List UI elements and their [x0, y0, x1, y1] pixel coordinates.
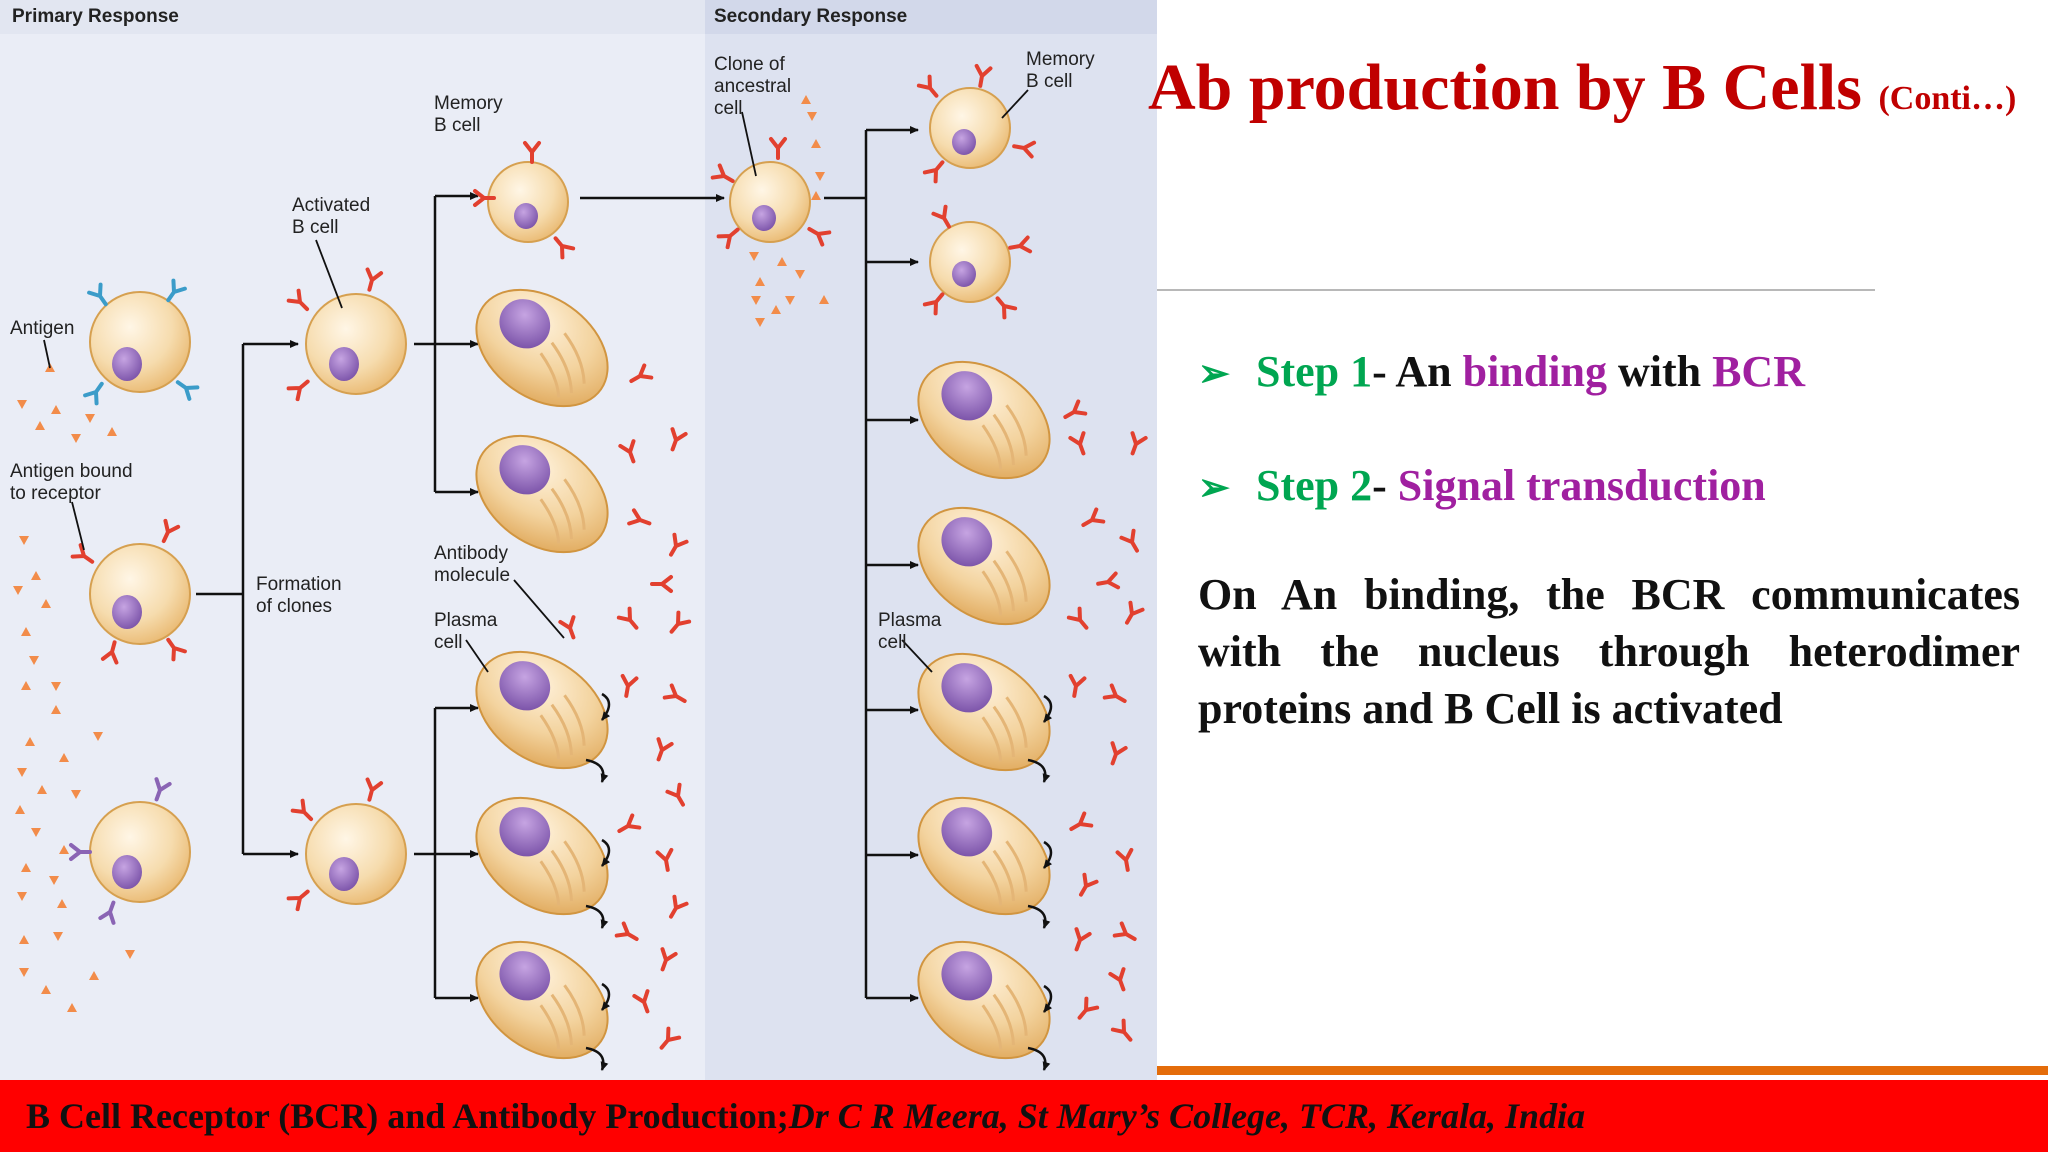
label-memory1-line1: Memory	[434, 93, 503, 114]
footer-main-text: B Cell Receptor (BCR) and Antibody Produ…	[26, 1096, 789, 1136]
plasma-cells-primary	[475, 288, 609, 1060]
naive-b-cell-bound	[70, 518, 191, 665]
label-memory-b-cell-secondary: Memory B cell	[1026, 49, 1100, 92]
primary-header	[0, 0, 705, 34]
footer-bar: B Cell Receptor (BCR) and Antibody Produ…	[0, 1080, 2048, 1152]
secondary-header	[705, 0, 1157, 34]
naive-b-cell-purple	[69, 777, 191, 925]
memory-b-cell-secondary-2	[922, 204, 1033, 320]
label-activated-b-cell: Activated B cell	[292, 195, 375, 238]
clone-b-cell	[286, 777, 407, 912]
label-activated-line2: B cell	[292, 217, 338, 238]
label-formation-of-clones: Formation of clones	[256, 574, 347, 617]
footer-accent-line	[1157, 1066, 2048, 1075]
label-antigen-bound: Antigen bound to receptor	[10, 461, 138, 504]
step-1-keyword-binding: binding	[1462, 347, 1607, 396]
slide-title: Ab production by B Cells (Conti…)	[1148, 50, 2048, 126]
step-1-sep: - An	[1372, 347, 1463, 396]
b-cell-response-diagram: Primary Response Secondary Response	[0, 0, 1157, 1080]
connector-lines	[196, 126, 919, 1002]
secondary-response-label: Secondary Response	[714, 6, 907, 27]
arrow-bullet-icon: ➢	[1198, 467, 1230, 509]
label-clone-line1: Clone of	[714, 54, 785, 75]
label-antibody-line2: molecule	[434, 565, 510, 586]
step-1-bullet: ➢ Step 1- An binding with BCR	[1198, 346, 1805, 397]
step-2-sep: -	[1372, 461, 1398, 510]
label-antigen-bound-line2: to receptor	[10, 483, 101, 504]
primary-panel	[0, 0, 705, 1080]
label-plasma-cell-secondary: Plasma cell	[878, 610, 947, 653]
label-formation-line2: of clones	[256, 596, 332, 617]
memory-b-cell-secondary-1	[916, 63, 1037, 184]
label-clone-line2: ancestral	[714, 76, 791, 97]
step-1-keyword-bcr: BCR	[1712, 347, 1805, 396]
label-plasma2-line2: cell	[878, 632, 907, 653]
footer-credit: Dr C R Meera, St Mary’s College, TCR, Ke…	[788, 1096, 1586, 1136]
plasma-cells-secondary	[917, 360, 1051, 1060]
label-plasma2-line1: Plasma	[878, 610, 942, 631]
arrow-bullet-icon: ➢	[1198, 353, 1230, 395]
label-formation-line1: Formation	[256, 574, 342, 595]
label-antigen-bound-line1: Antigen bound	[10, 461, 133, 482]
divider-line	[1157, 289, 1875, 291]
step-2-bullet: ➢ Step 2- Signal transduction	[1198, 460, 1766, 511]
label-memory1-line2: B cell	[434, 115, 480, 136]
label-antibody-molecule: Antibody molecule	[434, 543, 513, 586]
step-2-keyword: Signal transduction	[1397, 461, 1766, 510]
label-activated-line1: Activated	[292, 195, 370, 216]
secretion-arrows	[585, 692, 1053, 1071]
naive-b-cell-blue	[83, 278, 200, 406]
label-memory2-line2: B cell	[1026, 71, 1072, 92]
label-antibody-line1: Antibody	[434, 543, 508, 564]
description-paragraph: On An binding, the BCR communicates with…	[1198, 570, 2020, 733]
slide-title-suffix: (Conti…)	[1878, 80, 2017, 117]
slide-title-main: Ab production by B Cells	[1148, 51, 1862, 124]
label-plasma1-line2: cell	[434, 632, 463, 653]
label-clone-line3: cell	[714, 98, 743, 119]
label-memory2-line1: Memory	[1026, 49, 1095, 70]
step-2-label: Step 2	[1256, 461, 1373, 510]
label-leader-lines	[43, 89, 1029, 673]
activated-b-cell	[286, 267, 407, 402]
label-plasma1-line1: Plasma	[434, 610, 498, 631]
label-clone-of-ancestral-cell: Clone of ancestral cell	[714, 54, 796, 119]
label-memory-b-cell-primary: Memory B cell	[434, 93, 508, 136]
memory-b-cell-primary	[473, 141, 576, 260]
label-antigen: Antigen	[10, 318, 74, 339]
step-1-label: Step 1	[1256, 347, 1373, 396]
ancestral-clone-cell	[710, 137, 832, 250]
label-plasma-cell-primary: Plasma cell	[434, 610, 503, 653]
primary-response-label: Primary Response	[12, 6, 179, 27]
step-1-mid: with	[1606, 347, 1713, 396]
